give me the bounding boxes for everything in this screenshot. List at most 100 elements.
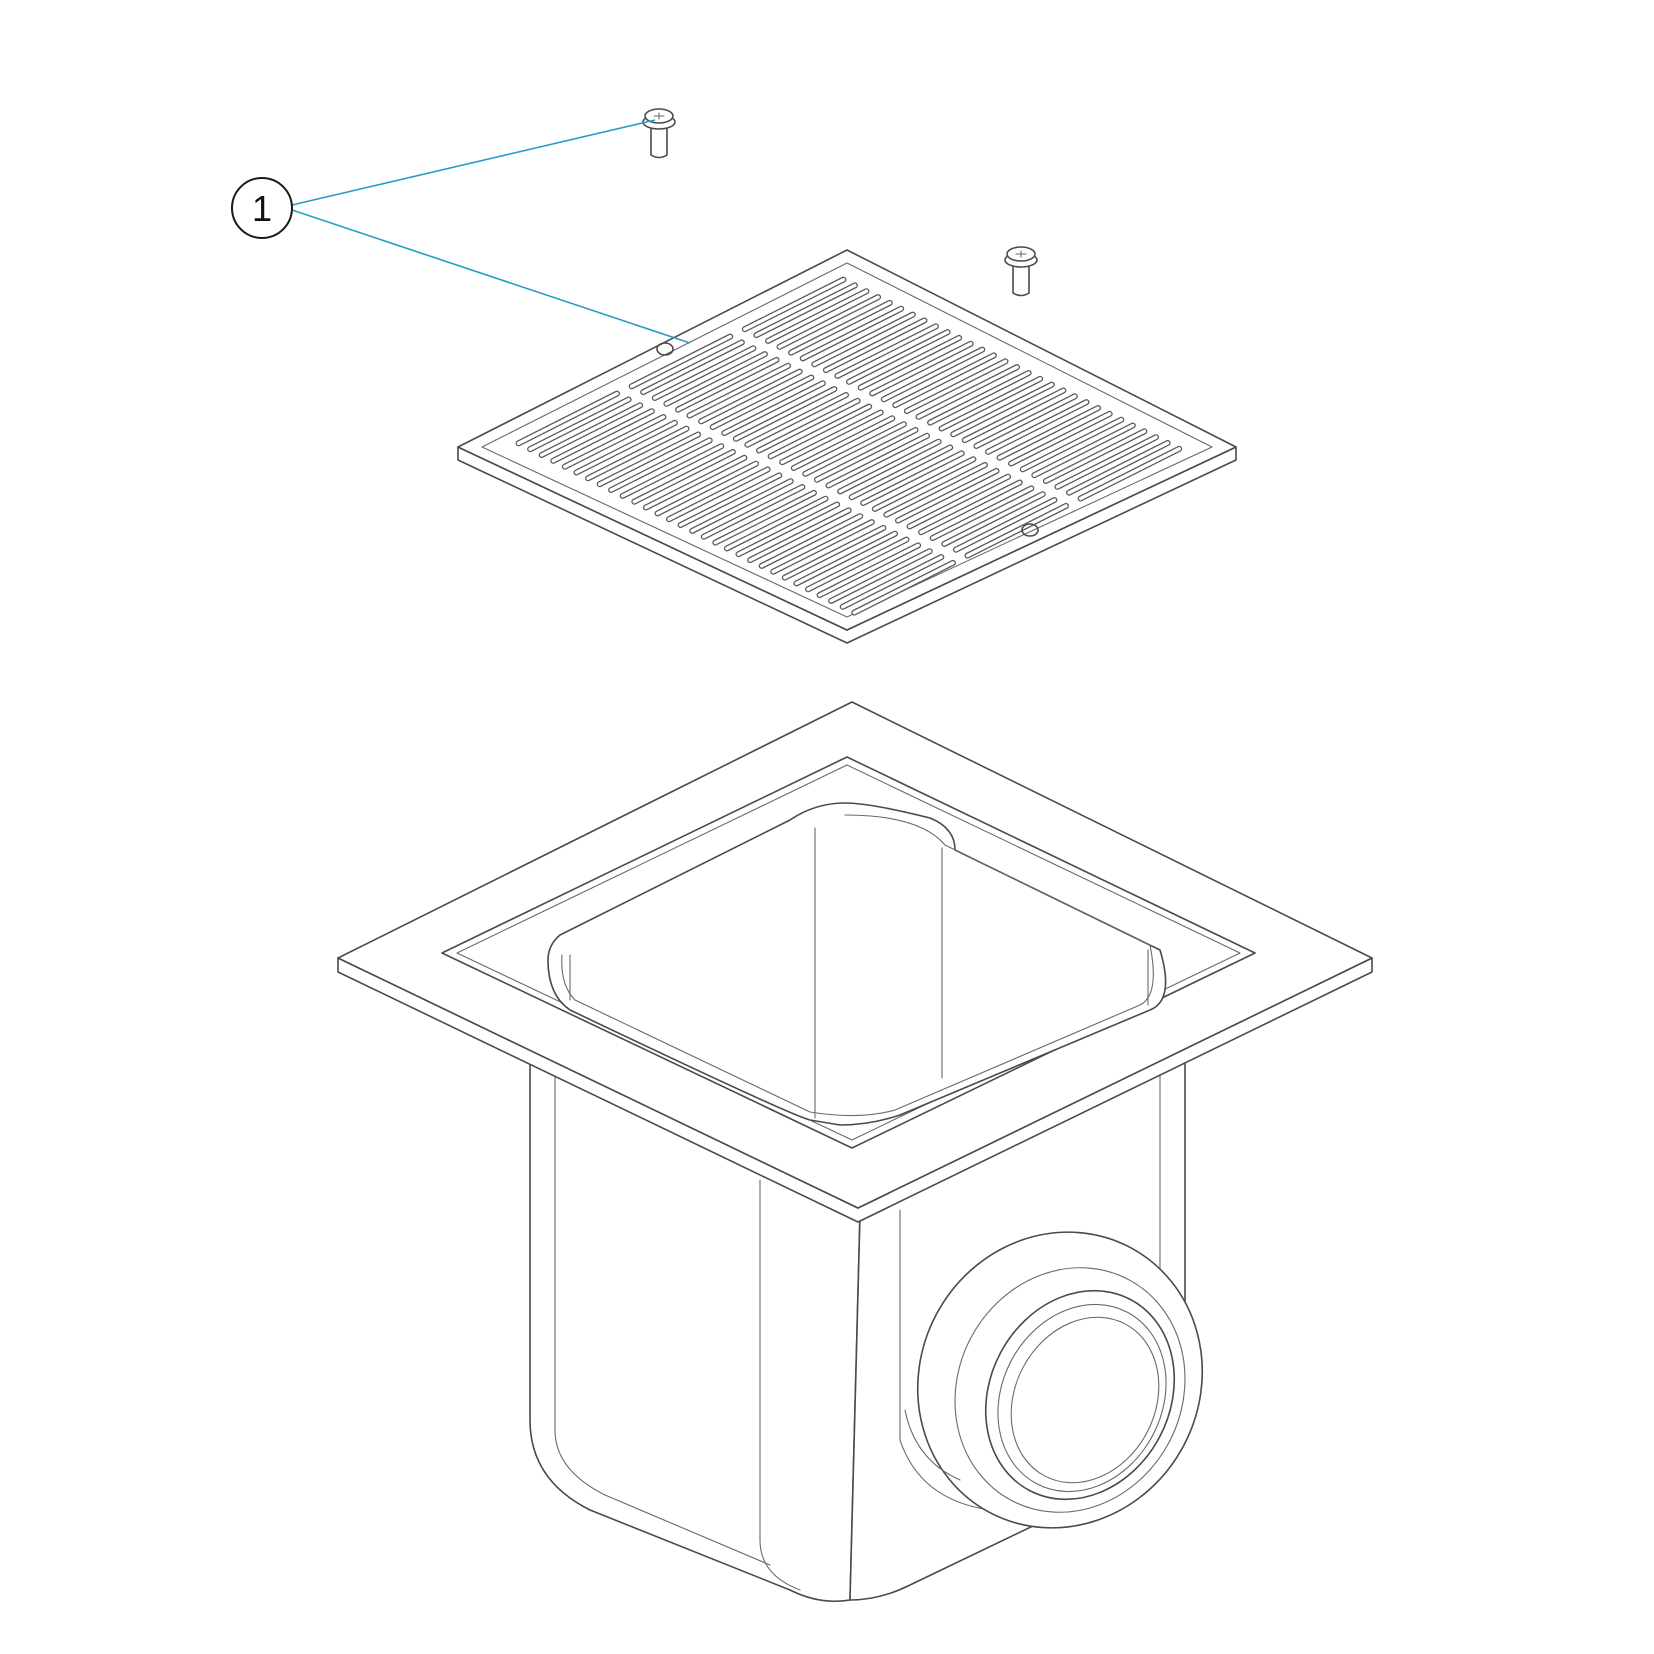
grate-slot-inner: [766, 289, 869, 343]
grate-slot-inner: [563, 415, 666, 469]
grate-slot-inner: [916, 365, 1019, 419]
grate-slot-inner: [586, 427, 689, 480]
grate-slot-inner: [630, 334, 732, 388]
grate-slot-inner: [540, 403, 642, 457]
flange-seat-inner: [456, 764, 1241, 1141]
grate-slot-inner: [687, 364, 790, 418]
drain-body: [337, 701, 1373, 1603]
grate-slot-inner: [942, 492, 1045, 546]
grate-slot-inner: [1032, 423, 1135, 477]
grate-slot-inner: [676, 358, 779, 412]
grate-slot-inner: [826, 434, 929, 488]
grate-border: [481, 262, 1213, 618]
grate-slot-inner: [745, 393, 848, 447]
drain-opening: [547, 802, 1167, 1126]
grate-slot-inner: [873, 457, 976, 511]
grate-slot-inner: [893, 353, 996, 407]
opening-inner-rim: [561, 814, 1154, 1117]
drain-box-inner-left: [554, 1069, 771, 1566]
grate-slot-inner: [986, 400, 1089, 454]
grate-slot-inner: [817, 543, 920, 597]
grate-slot-inner: [713, 491, 816, 545]
grate-slot-inner: [789, 301, 892, 355]
grate-slot-inner: [768, 404, 871, 458]
grate-slot-inner: [690, 479, 793, 533]
grate-slot-inner: [528, 397, 631, 451]
grate-slot-inner: [667, 467, 770, 521]
grate-slot-inner: [621, 444, 723, 498]
callout: 1: [231, 119, 691, 344]
grate-slot-inner: [754, 283, 857, 337]
grate-slot-inner: [928, 371, 1031, 425]
grate-slot-inner: [743, 277, 846, 331]
grate-slot-inner: [722, 381, 825, 435]
grate-slot-inner: [641, 340, 744, 394]
grate-slot-inner: [1055, 435, 1158, 489]
grate-slot-inner: [824, 318, 927, 372]
grate-slot-inner: [835, 324, 938, 378]
grate-slot-inner: [1044, 429, 1147, 483]
grate-slot-inner: [829, 549, 932, 603]
grate-slot-inner: [771, 520, 874, 574]
grate-slot-inner: [850, 445, 952, 499]
grate-slot-inner: [852, 561, 955, 615]
grate-slot-inner: [847, 330, 950, 384]
grate-slot-inner: [884, 463, 987, 517]
grate-slot-inner: [882, 347, 984, 401]
grate-slot-inner: [905, 359, 1008, 413]
grate-slot-inner: [574, 421, 677, 475]
outlet-pipe: [904, 1231, 1204, 1529]
grate-slot-inner: [838, 440, 941, 494]
grate-slot-inner: [597, 432, 700, 486]
flange-seat-outer: [441, 756, 1256, 1149]
callout-circle: [231, 177, 293, 239]
grate-slot-inner: [655, 462, 758, 516]
grate-slot-inner: [815, 428, 918, 482]
screw-left: [642, 108, 676, 159]
grate-slot-inner: [783, 526, 886, 580]
grate-slot-inner: [1021, 418, 1124, 471]
grate-slot-inner: [974, 394, 1077, 448]
grate-screw-hole-left: [656, 342, 674, 356]
grate-slot-inner: [803, 422, 906, 476]
grate-slot-inner: [653, 346, 756, 400]
grate-slot-inner: [965, 504, 1068, 558]
screw-right: [1004, 246, 1038, 297]
grate-slots: [515, 276, 1183, 616]
grate-slot-inner: [632, 450, 735, 504]
grate-slot-inner: [748, 508, 851, 562]
grate-slot-inner: [907, 475, 1010, 529]
grate-slot-inner: [1078, 447, 1181, 501]
opening-wall-lines: [569, 827, 1149, 1119]
grate-slot-inner: [551, 409, 654, 463]
grate-slot-inner: [954, 498, 1057, 552]
grate-slot-inner: [858, 336, 961, 390]
drain-box-inner-corner: [759, 1179, 801, 1591]
grate-slot-inner: [792, 416, 894, 470]
grate-slot-inner: [516, 391, 619, 445]
callout-label: 1: [252, 188, 272, 229]
drain-flange: [337, 701, 1373, 1223]
grate-slot-inner: [1067, 441, 1170, 495]
grate-slot-inner: [861, 451, 964, 505]
grate-slot-inner: [664, 352, 767, 406]
drain-box-left-wall: [529, 1059, 861, 1603]
grate-screw-hole-right: [1021, 523, 1039, 537]
grate-slot-inner: [760, 514, 862, 568]
grate-slot-inner: [702, 485, 804, 539]
grate-slot-inner: [919, 480, 1022, 534]
leader-line-grate: [291, 209, 691, 344]
grate-slot-inner: [780, 410, 883, 464]
grate-slot-inner: [806, 537, 909, 591]
grate-slot-inner: [736, 502, 839, 556]
grate-slot-inner: [734, 387, 837, 441]
grate: [457, 249, 1237, 644]
grate-slot-inner: [1009, 412, 1112, 466]
grate-slot-inner: [841, 555, 943, 609]
grate-slot-inner: [609, 438, 712, 492]
grate-slot-inner: [725, 497, 828, 551]
grate-slot-inner: [801, 307, 903, 361]
grate-slot-inner: [644, 456, 747, 510]
